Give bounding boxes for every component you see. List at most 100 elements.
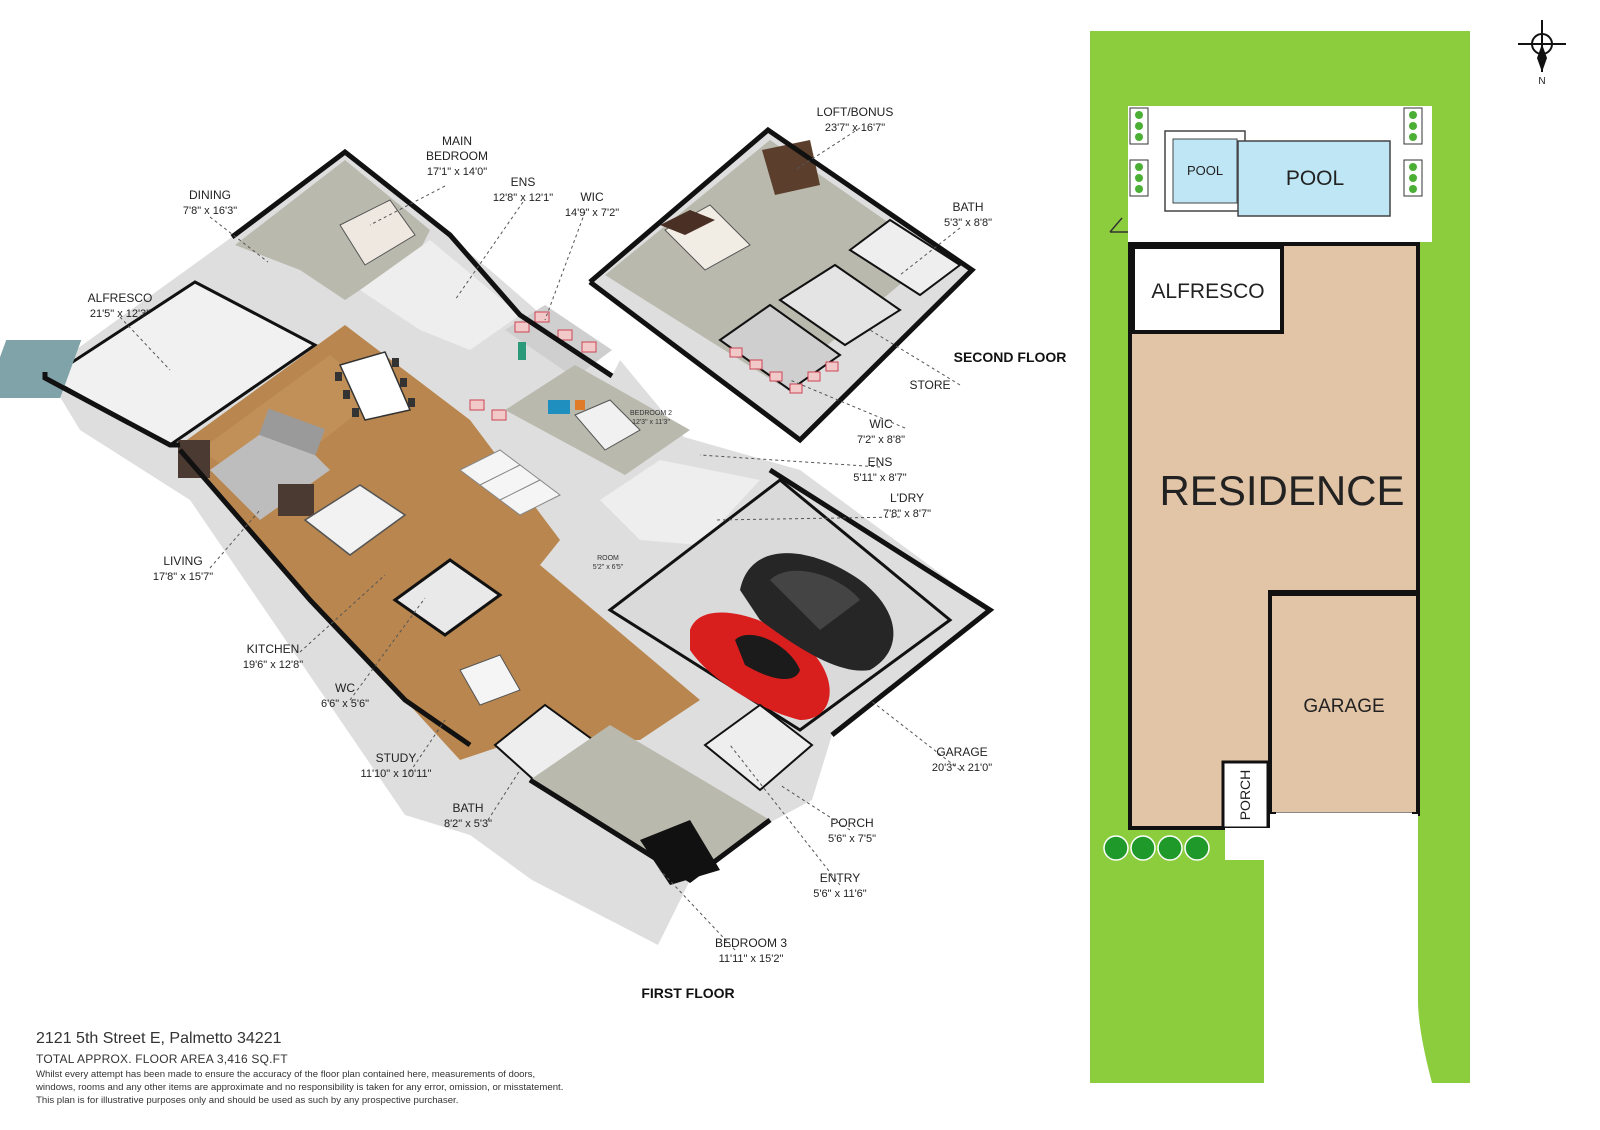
room-label-kitchen: KITCHEN — [247, 642, 300, 656]
room-dims-main-bedroom: 17'1" x 14'0" — [427, 166, 487, 178]
second-floor-title: SECOND FLOOR — [954, 349, 1067, 365]
room-label-garage: GARAGE — [936, 745, 987, 759]
room-label-upstairs-bath: BATH — [952, 200, 983, 214]
room-dims-entry: 5'6" x 11'6" — [813, 888, 866, 900]
footer: 2121 5th Street E, Palmetto 34221 TOTAL … — [36, 1030, 676, 1107]
driveway — [1225, 814, 1432, 1083]
pool-small-label: POOL — [1187, 163, 1223, 178]
room-dims-upstairs-wic: 7'2" x 8'8" — [857, 434, 905, 446]
room-label-laundry: L'DRY — [890, 491, 924, 505]
kitchen-island — [303, 484, 407, 556]
porch-floor — [703, 703, 814, 792]
outer-wall-garage — [768, 467, 995, 737]
room-label-dining: DINING — [189, 188, 231, 202]
disclaimer-line-2: windows, rooms and any other items are a… — [36, 1082, 564, 1093]
porch-label: PORCH — [1237, 770, 1253, 821]
room-label-main-bedroom-2: BEDROOM — [426, 149, 488, 163]
outer-wall-southwest — [178, 448, 472, 748]
upstairs-wic — [718, 303, 842, 392]
disclaimer-line-3: This plan is for illustrative purposes o… — [36, 1095, 459, 1106]
pool-large-label: POOL — [1286, 167, 1344, 190]
room-label-alfresco: ALFRESCO — [88, 291, 153, 305]
room-dims-living: 17'8" x 15'7" — [153, 571, 213, 583]
room-dims-ensuite: 12'8" x 12'1" — [493, 192, 553, 204]
room-label-main-bedroom: MAIN — [442, 134, 472, 148]
room-label-upstairs-wic: WIC — [869, 417, 893, 431]
room-label-porch: PORCH — [830, 816, 873, 830]
second-floor-outer-wall — [588, 126, 976, 444]
room-dims-kitchen: 19'6" x 12'8" — [243, 659, 303, 671]
room-label-ensuite-2: ENS — [868, 455, 893, 469]
study-desk — [459, 654, 521, 706]
spa-water — [1172, 138, 1238, 204]
main-bedroom-bed — [339, 199, 416, 266]
inline-dims-bedroom-2: 12'3" x 11'3" — [632, 419, 670, 426]
inline-dims-room: 5'2" x 6'5" — [593, 564, 624, 571]
room-label-living: LIVING — [163, 554, 202, 568]
property-address: 2121 5th Street E, Palmetto 34221 — [36, 1030, 282, 1047]
room-dims-garage: 20'3" x 21'0" — [932, 762, 992, 774]
laundry-floor — [600, 460, 760, 545]
living-sofa — [259, 408, 325, 456]
bedroom-3-bed — [640, 820, 720, 885]
first-floor-plan — [0, 148, 995, 945]
compass-north-label: N — [1538, 76, 1545, 87]
room-label-store: STORE — [909, 378, 950, 392]
leader-lines — [119, 127, 961, 951]
first-floor-labels: FIRST FLOOR DINING 7'8" x 16'3" ALFRESCO… — [88, 134, 993, 1001]
room-label-loft: LOFT/BONUS — [817, 105, 894, 119]
room-label-wic: WIC — [580, 190, 604, 204]
second-floor-plan — [588, 126, 976, 444]
room-dims-bedroom-3: 11'11" x 15'2" — [719, 953, 784, 965]
upstairs-wic-shelving — [729, 347, 839, 394]
pool-water — [1237, 140, 1391, 217]
room-dims-study: 11'10" x 10'11" — [361, 768, 432, 780]
room-dims-dining: 7'8" x 16'3" — [183, 205, 237, 217]
room-dims-loft: 23'7" x 16'7" — [825, 122, 885, 134]
gate-icon — [1109, 217, 1128, 233]
room-dims-upstairs-bath: 5'3" x 8'8" — [944, 217, 992, 229]
front-shrubs — [1103, 835, 1210, 861]
first-floor-title: FIRST FLOOR — [641, 985, 734, 1001]
inline-label-bedroom-2: BEDROOM 2 — [630, 410, 672, 417]
bedroom-2-chair — [575, 400, 585, 410]
bedroom-2-desk — [548, 400, 570, 414]
room-dims-laundry: 7'8" x 8'7" — [883, 508, 931, 520]
porch-box — [1221, 760, 1270, 830]
site-plan: POOL POOL ALFRESCO RESIDENCE GARAGE PORC… — [1090, 20, 1566, 1083]
garage-label: GARAGE — [1303, 696, 1384, 717]
bedroom-3-floor — [530, 725, 770, 880]
outer-wall-west — [42, 372, 180, 448]
north-compass-icon: N — [1518, 20, 1566, 87]
wc-room — [392, 558, 503, 637]
room-dims-porch: 5'6" x 7'5" — [828, 833, 876, 845]
bedroom-2-bed — [574, 399, 641, 451]
alfresco-label: ALFRESCO — [1151, 280, 1264, 303]
living-armchair — [178, 440, 210, 478]
room-dims-wic: 14'9" x 7'2" — [565, 207, 619, 219]
disclaimer-line-1: Whilst every attempt has been made to en… — [36, 1069, 536, 1080]
room-label-study: STUDY — [376, 751, 417, 765]
room-label-ensuite: ENS — [511, 175, 536, 189]
upstairs-store — [778, 263, 902, 347]
room-dims-bath: 8'2" x 5'3" — [444, 818, 492, 830]
room-label-wc: WC — [335, 681, 355, 695]
room-label-entry: ENTRY — [820, 871, 860, 885]
black-suv — [740, 553, 894, 671]
dining-table — [338, 351, 412, 421]
residence-label: RESIDENCE — [1159, 467, 1404, 514]
room-dims-ensuite-2: 5'11" x 8'7" — [853, 472, 906, 484]
wic-shelving — [469, 311, 597, 421]
living-armchair-2 — [278, 484, 314, 516]
wic-clothes — [518, 342, 526, 360]
staircase — [459, 449, 561, 516]
inline-label-room: ROOM — [597, 555, 619, 562]
room-dims-alfresco: 21'5" x 12'3" — [90, 308, 150, 320]
second-floor-labels: SECOND FLOOR LOFT/BONUS 23'7" x 16'7" BA… — [817, 105, 1067, 446]
upstairs-bath — [848, 218, 962, 297]
room-dims-wc: 6'6" x 5'6" — [321, 698, 369, 710]
loft-headboard — [660, 210, 715, 235]
outer-wall-north — [230, 148, 614, 379]
ensuite-floor — [360, 240, 520, 350]
